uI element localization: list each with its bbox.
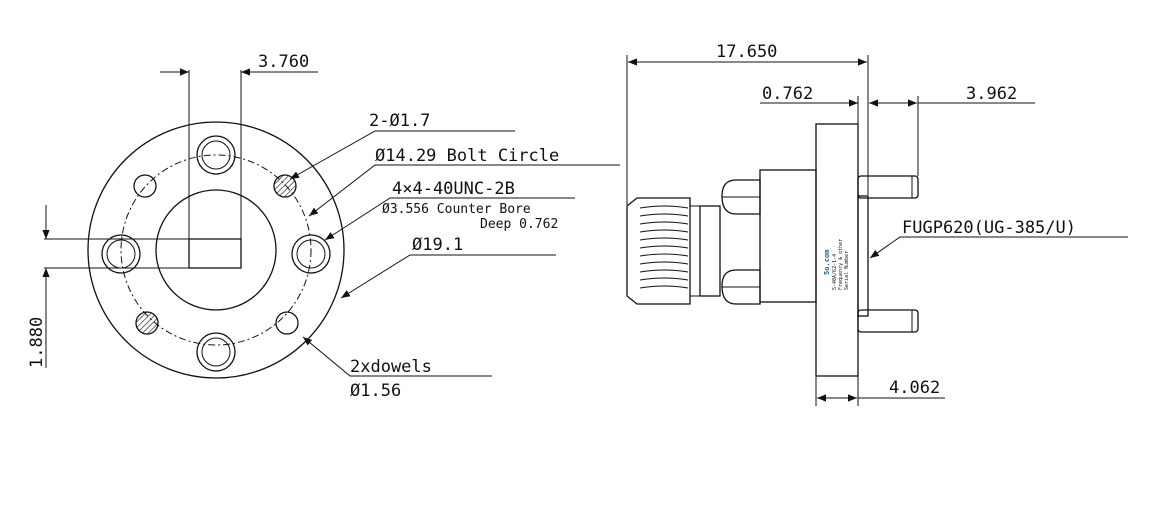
threaded-hole-left	[101, 234, 141, 274]
leader-dowels	[302, 336, 492, 377]
dowel-upper-right	[273, 174, 297, 198]
thread-ridge	[639, 285, 689, 289]
thread-ridges	[639, 205, 689, 289]
label-bolt-circle: Ø14.29 Bolt Circle	[375, 146, 559, 166]
label-overall-length: 17.650	[716, 42, 777, 62]
dim-slot-height	[42, 205, 189, 368]
alignment-hole-lower-right	[275, 311, 299, 335]
label-holes: 2-Ø1.7	[369, 111, 430, 131]
thread-ridge	[639, 277, 689, 281]
dowel-lower-left	[135, 311, 159, 335]
front-view: 3.760 1.880 2-Ø1.7 Ø14.29 Bolt Circle 4×…	[27, 52, 620, 401]
pin-top	[857, 175, 919, 199]
brand-logo: 5o.com	[823, 250, 831, 275]
leader-flange-diameter	[340, 254, 556, 299]
leader-bolt-circle	[308, 164, 620, 217]
label-counter-bore-depth: Deep 0.762	[480, 217, 558, 232]
thread-ridge	[639, 253, 689, 257]
threaded-hole-top	[196, 135, 236, 175]
label-flange-thickness: 0.762	[762, 84, 813, 104]
label-thread: 4×4-40UNC-2B	[392, 179, 515, 199]
label-flange-width: 4.062	[889, 378, 940, 398]
dim-flange-width	[815, 376, 945, 406]
thread-ridge	[639, 205, 689, 209]
marking-line1: 5-40A/62-1-4	[832, 254, 838, 290]
leader-flange-type	[869, 236, 1128, 259]
leader-thread	[324, 197, 575, 241]
thread-ridge	[639, 221, 689, 225]
dim-pin-length	[892, 96, 1035, 176]
label-flange-diameter: Ø19.1	[412, 235, 463, 255]
bolt-circle	[120, 154, 312, 346]
dim-overall-length	[626, 55, 869, 205]
thread-ridge	[639, 237, 689, 241]
label-dowel-diameter: Ø1.56	[350, 381, 401, 401]
alignment-hole-upper-left	[133, 174, 157, 198]
flange-outline	[87, 121, 345, 379]
waveguide-slot	[188, 238, 242, 269]
label-counter-bore: Ø3.556 Counter Bore	[382, 202, 531, 217]
label-slot-height: 1.880	[27, 317, 47, 368]
center-bore	[155, 189, 277, 311]
label-pin-length: 3.962	[966, 84, 1017, 104]
marking-line2: Frequency & other	[838, 239, 844, 290]
label-slot-width: 3.760	[258, 52, 309, 72]
flange-face	[857, 195, 869, 317]
connector-thread	[626, 197, 721, 305]
threaded-hole-right	[291, 234, 331, 274]
threaded-hole-bottom	[196, 332, 236, 372]
thread-ridge	[639, 213, 689, 217]
label-dowels: 2xdowels	[350, 357, 432, 377]
connector-body	[759, 169, 817, 303]
label-flange-type: FUGP620(UG-385/U)	[902, 218, 1076, 238]
dim-slot-width	[160, 68, 318, 268]
flange-marking: 5o.com 5-40A/62-1-4 Frequency & other Se…	[823, 239, 850, 290]
leader-holes	[289, 130, 515, 180]
pin-bottom	[857, 309, 919, 333]
thread-ridge	[639, 245, 689, 249]
side-view: 5o.com 5-40A/62-1-4 Frequency & other Se…	[626, 42, 1128, 406]
thread-ridge	[639, 269, 689, 273]
thread-ridge	[639, 229, 689, 233]
thread-ridge	[639, 261, 689, 265]
marking-line3: Serial Number	[844, 251, 850, 290]
